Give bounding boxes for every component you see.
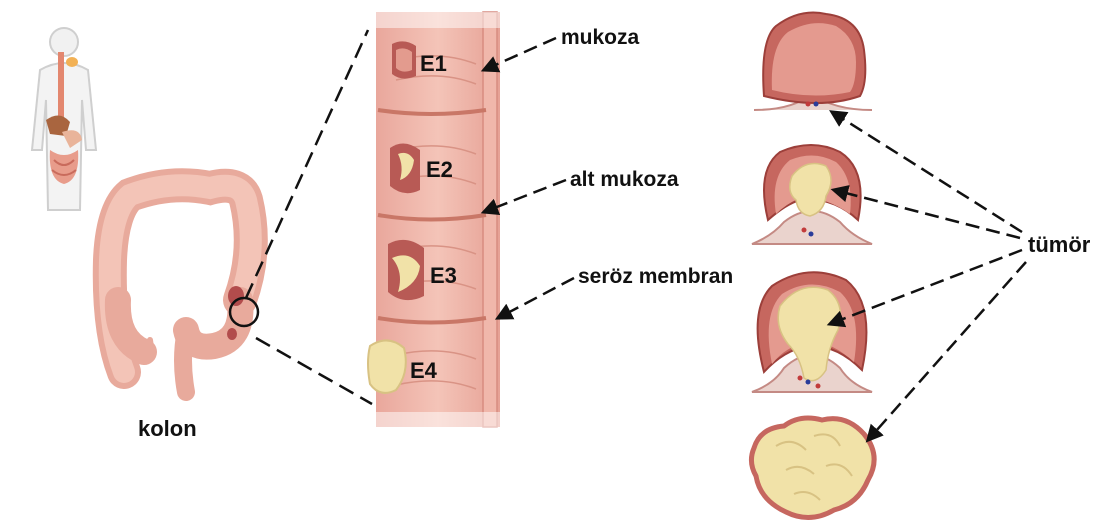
colon-label: kolon	[138, 416, 197, 441]
stage-label-e4: E4	[410, 358, 438, 383]
colon-icon	[110, 185, 258, 392]
stage-label-e3: E3	[430, 263, 457, 288]
tumor-stage-3	[752, 272, 872, 392]
tumor-label: tümör	[1028, 232, 1091, 257]
submucosa-label: alt mukoza	[570, 168, 679, 191]
mucosa-label: mukoza	[561, 26, 640, 49]
serosa-label: seröz membran	[578, 265, 733, 288]
tumor-stage-4	[751, 418, 874, 518]
tumor-stage-1	[754, 13, 872, 111]
human-body-icon	[32, 28, 96, 210]
stage-label-e2: E2	[426, 157, 453, 182]
stage-label-e1: E1	[420, 51, 447, 76]
